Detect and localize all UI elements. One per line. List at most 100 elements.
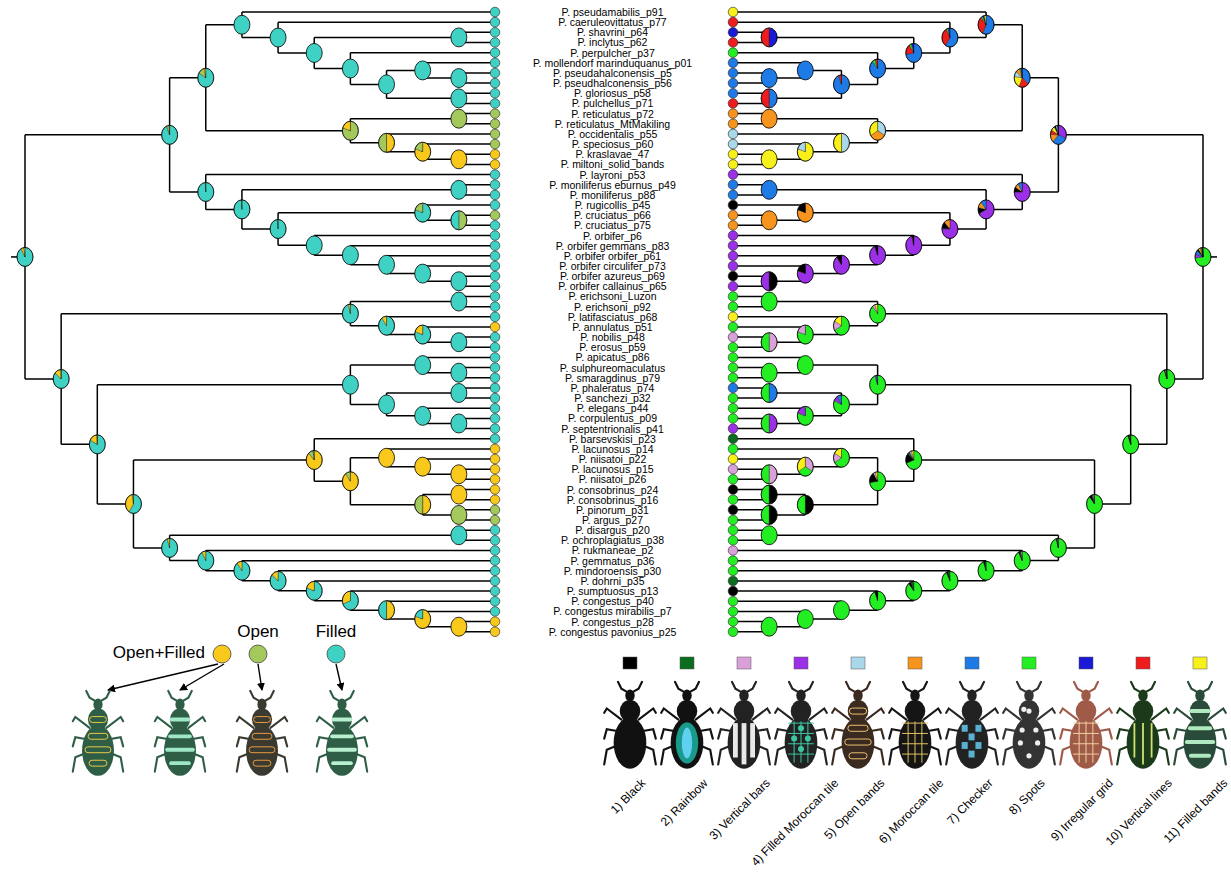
- state-pie: [415, 457, 431, 476]
- beetle-picture: [832, 682, 884, 769]
- branch-horizontal: [733, 448, 841, 450]
- tip-state: [728, 28, 738, 38]
- branch-horizontal: [769, 301, 877, 303]
- state-pie: [761, 180, 777, 199]
- beetle-antenna: [1131, 682, 1140, 692]
- tip-state: [728, 434, 738, 444]
- beetle-tile: [798, 746, 804, 752]
- tip-state: [490, 48, 500, 58]
- beetle-picture: [775, 682, 827, 769]
- beetle-spot: [1021, 707, 1026, 712]
- tip-state: [490, 129, 500, 139]
- branch-horizontal: [423, 357, 495, 359]
- pie-wedge: [234, 200, 250, 219]
- pie-wedge: [342, 591, 350, 604]
- tip-state: [728, 78, 738, 88]
- beetle-picture: [718, 682, 770, 769]
- branch-horizontal: [878, 130, 1023, 132]
- state-pie: [415, 61, 431, 80]
- pie-outline: [234, 200, 250, 219]
- pie-wedge: [769, 89, 777, 108]
- tip-state: [728, 38, 738, 48]
- pie-wedge: [423, 495, 431, 514]
- tip-state: [490, 454, 500, 464]
- pie-wedge: [909, 44, 913, 53]
- tip-state: [490, 200, 500, 210]
- pie-wedge: [202, 551, 206, 561]
- beetle-antenna: [86, 691, 95, 701]
- tip-state: [728, 627, 738, 637]
- pie-wedge: [841, 133, 849, 152]
- pie-wedge: [1014, 182, 1030, 201]
- pie-wedge: [1021, 551, 1022, 561]
- pie-outline: [833, 255, 849, 274]
- beetle-line: [1133, 723, 1135, 757]
- pie-outline: [1050, 125, 1066, 144]
- pie-outline: [342, 121, 358, 140]
- tip-state: [490, 17, 500, 27]
- tip-state: [728, 373, 738, 383]
- tip-state: [490, 160, 500, 170]
- beetle-antenna: [1032, 682, 1041, 692]
- branch-horizontal: [733, 438, 914, 440]
- pie-wedge: [906, 581, 922, 600]
- pie-wedge: [1130, 435, 1131, 444]
- pie-wedge: [1202, 247, 1204, 256]
- beetle-head: [1195, 690, 1204, 702]
- branch-horizontal: [314, 37, 459, 39]
- beetle-leg: [604, 709, 621, 720]
- branch-horizontal: [423, 265, 495, 267]
- branch-horizontal: [769, 118, 877, 120]
- beetle-antenna: [168, 691, 177, 701]
- tip-state: [490, 536, 500, 546]
- pie-outline: [342, 472, 358, 491]
- branch-horizontal: [423, 326, 495, 328]
- beetle-leg: [317, 717, 334, 728]
- pie-wedge: [1057, 538, 1059, 548]
- tip-state: [490, 525, 500, 535]
- beetle-grid: [794, 721, 795, 762]
- tip-state: [728, 271, 738, 281]
- beetle-leg: [1003, 709, 1020, 720]
- pie-wedge: [833, 255, 849, 274]
- pie-outline: [1014, 551, 1030, 570]
- branch-horizontal: [733, 143, 805, 145]
- legend-swatch: [1022, 657, 1036, 669]
- pie-wedge: [1201, 248, 1203, 257]
- pie-outline: [1014, 68, 1030, 87]
- beetle-elytra: [671, 717, 704, 769]
- tip-state: [490, 99, 500, 109]
- tip-state: [728, 241, 738, 251]
- branch-horizontal: [733, 550, 1022, 552]
- beetle-antenna: [675, 682, 684, 692]
- beetle-sheen: [682, 727, 692, 758]
- pie-wedge: [761, 333, 769, 352]
- pie-wedge: [797, 495, 805, 514]
- beetle-spot: [1018, 740, 1023, 745]
- beetle-head: [682, 690, 691, 702]
- tip-state: [490, 505, 500, 515]
- pie-wedge: [53, 369, 69, 388]
- legend-swatch: [965, 657, 979, 669]
- beetle-leg: [1209, 709, 1226, 720]
- state-pie: [451, 180, 467, 199]
- branch-horizontal: [733, 265, 805, 267]
- tip-state: [490, 282, 500, 292]
- pie-outline: [906, 581, 922, 600]
- beetle-head: [796, 690, 805, 702]
- pie-outline: [906, 43, 922, 62]
- beetle-leg: [889, 709, 906, 720]
- branch-horizontal: [278, 570, 495, 572]
- beetle-line: [750, 723, 755, 757]
- beetle-spot: [1033, 727, 1038, 732]
- branch-horizontal: [733, 204, 805, 206]
- pie-wedge: [21, 248, 25, 257]
- pies: [17, 7, 500, 636]
- branch-horizontal: [733, 235, 914, 237]
- tip-state: [728, 525, 738, 535]
- branch-horizontal: [170, 534, 459, 536]
- beetle-antenna: [618, 682, 627, 692]
- pie-wedge: [870, 304, 886, 323]
- pie-outline: [379, 316, 395, 335]
- pie-wedge: [769, 414, 777, 433]
